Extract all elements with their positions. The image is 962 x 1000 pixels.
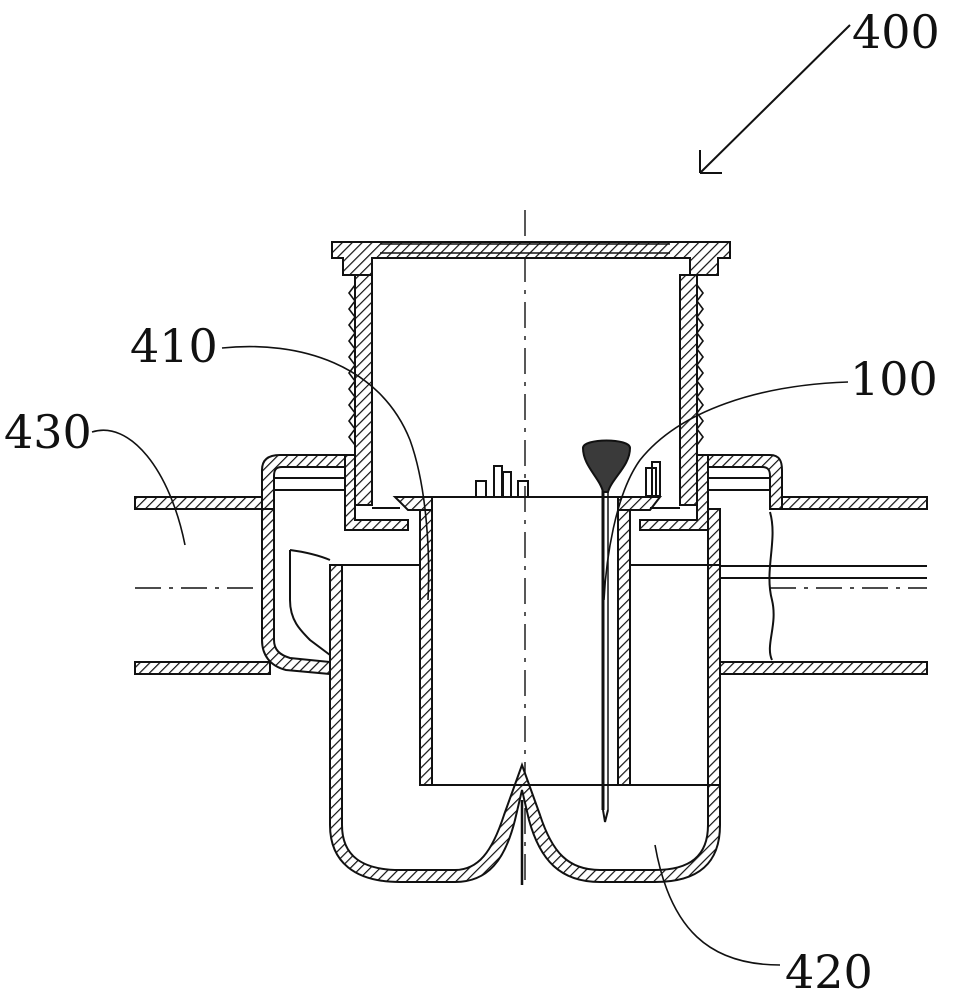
float-head	[581, 439, 632, 493]
leader-100	[603, 381, 849, 601]
label-410: 410	[130, 319, 218, 373]
label-420: 420	[785, 945, 873, 999]
trap-bowl	[329, 564, 721, 883]
left-side-pipe	[134, 496, 271, 675]
leader-410	[221, 345, 430, 601]
label-400: 400	[852, 5, 940, 59]
threaded-top-sleeve	[331, 241, 731, 531]
leader-400	[699, 24, 851, 174]
inner-cup	[392, 465, 720, 786]
label-100: 100	[850, 352, 938, 406]
leader-420	[654, 844, 781, 966]
float-rod	[581, 439, 661, 823]
leader-430	[91, 429, 186, 546]
label-430: 430	[4, 405, 92, 459]
right-side-pipe	[710, 496, 928, 675]
